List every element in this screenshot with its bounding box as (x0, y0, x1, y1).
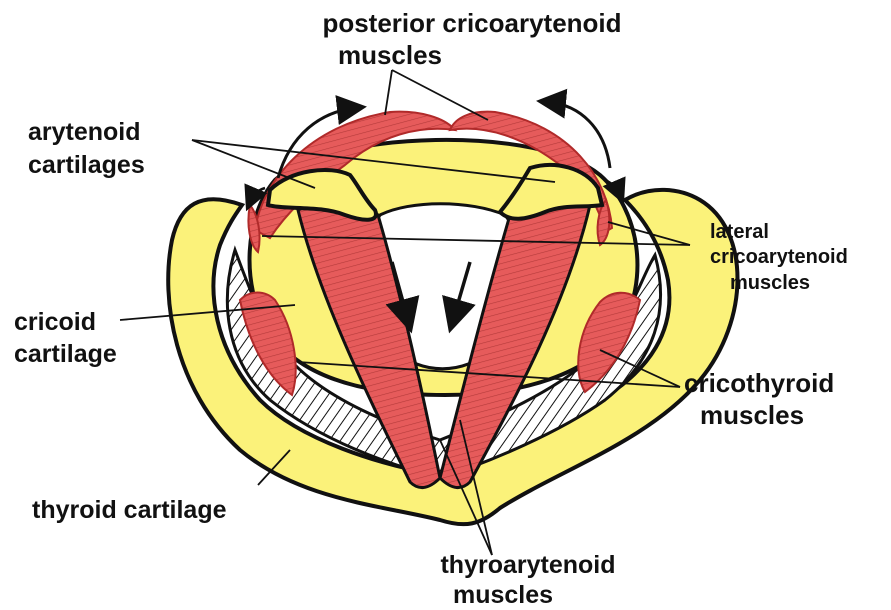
label-cricothyroid-line2: muscles (700, 400, 804, 430)
label-thyroarytenoid-line1: thyroarytenoid (440, 551, 615, 579)
label-posterior-line1: posterior cricoarytenoid (322, 8, 621, 38)
label-arytenoid-line2: cartilages (28, 151, 145, 179)
label-lateral-line2: cricoarytenoid (710, 246, 848, 268)
label-lateral-line3: muscles (730, 272, 810, 294)
label-thyroarytenoid-line2: muscles (453, 581, 553, 609)
label-posterior-line2: muscles (338, 40, 442, 70)
label-cricoid-line1: cricoid (14, 308, 96, 336)
label-cricoid-line2: cartilage (14, 340, 117, 368)
label-lateral-line1: lateral (710, 221, 769, 243)
label-cricothyroid-line1: cricothyroid (684, 368, 834, 398)
label-thyroid-cartilage: thyroid cartilage (32, 496, 227, 524)
label-arytenoid-line1: arytenoid (28, 118, 141, 146)
